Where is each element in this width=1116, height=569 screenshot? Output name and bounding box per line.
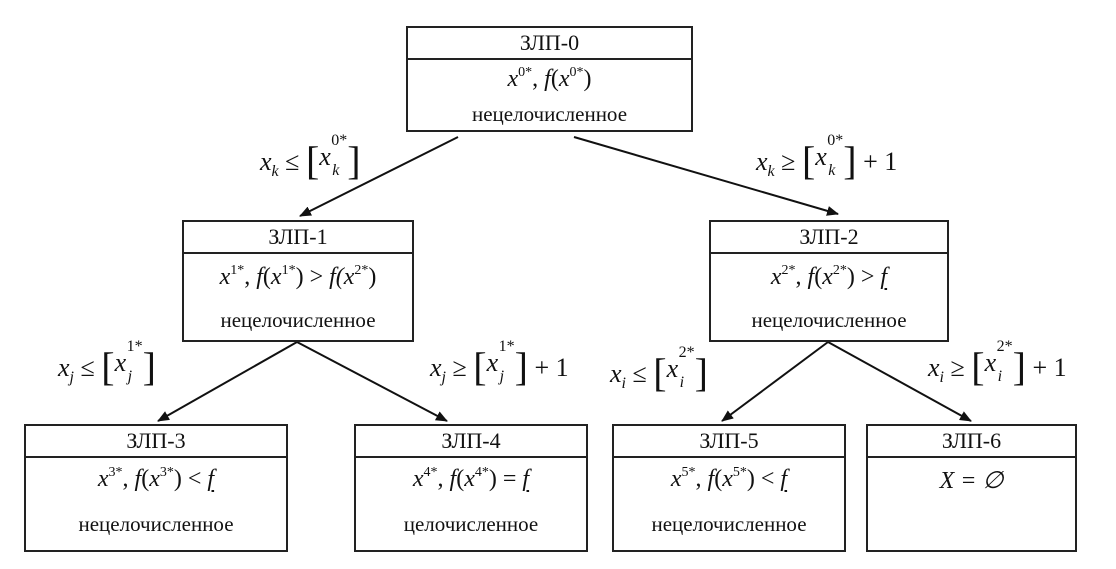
node-zlp2: ЗЛП-2 x2*, f(x2*) > f нецелочисленное [709,220,949,342]
node-status: нецелочисленное [78,512,234,536]
node-status: нецелочисленное [751,308,907,332]
node-status: нецелочисленное [471,102,628,126]
edge-zlp0-zlp2 [573,136,839,216]
node-formula: x0*, f(x0*) [507,65,592,93]
edge-zlp0-zlp1 [299,136,459,217]
edge-zlp1-zlp4 [296,341,448,422]
node-title: ЗЛП-2 [711,222,947,254]
node-zlp1: ЗЛП-1 x1*, f(x1*) > f(x2*) нецелочисленн… [182,220,414,342]
node-status: целочисленное [403,512,539,536]
node-formula: X = ∅ [939,468,1004,494]
node-status: нецелочисленное [220,308,376,332]
node-zlp3: ЗЛП-3 x3*, f(x3*) < f нецелочисленное [24,424,288,552]
node-formula: x3*, f(x3*) < f [97,465,215,493]
node-zlp6: ЗЛП-6 X = ∅ [866,424,1077,552]
edge-zlp1-zlp3 [157,341,298,422]
node-formula: x1*, f(x1*) > f(x2*) [219,263,377,291]
node-title: ЗЛП-5 [614,426,844,458]
edge-zlp2-zlp6 [827,341,972,422]
node-status: нецелочисленное [651,512,807,536]
node-zlp4: ЗЛП-4 x4*, f(x4*) = f целочисленное [354,424,588,552]
node-zlp0: ЗЛП-0 x0*, f(x0*) нецелочисленное [406,26,693,132]
node-title: ЗЛП-1 [184,222,412,254]
node-formula: x4*, f(x4*) = f [412,465,530,493]
node-title: ЗЛП-6 [868,426,1075,458]
node-title: ЗЛП-3 [26,426,286,458]
node-zlp5: ЗЛП-5 x5*, f(x5*) < f нецелочисленное [612,424,846,552]
node-title: ЗЛП-4 [356,426,586,458]
node-title: ЗЛП-0 [408,28,691,60]
node-formula: x2*, f(x2*) > f [770,263,888,291]
node-formula: x5*, f(x5*) < f [670,465,788,493]
edge-zlp2-zlp5 [721,341,829,422]
